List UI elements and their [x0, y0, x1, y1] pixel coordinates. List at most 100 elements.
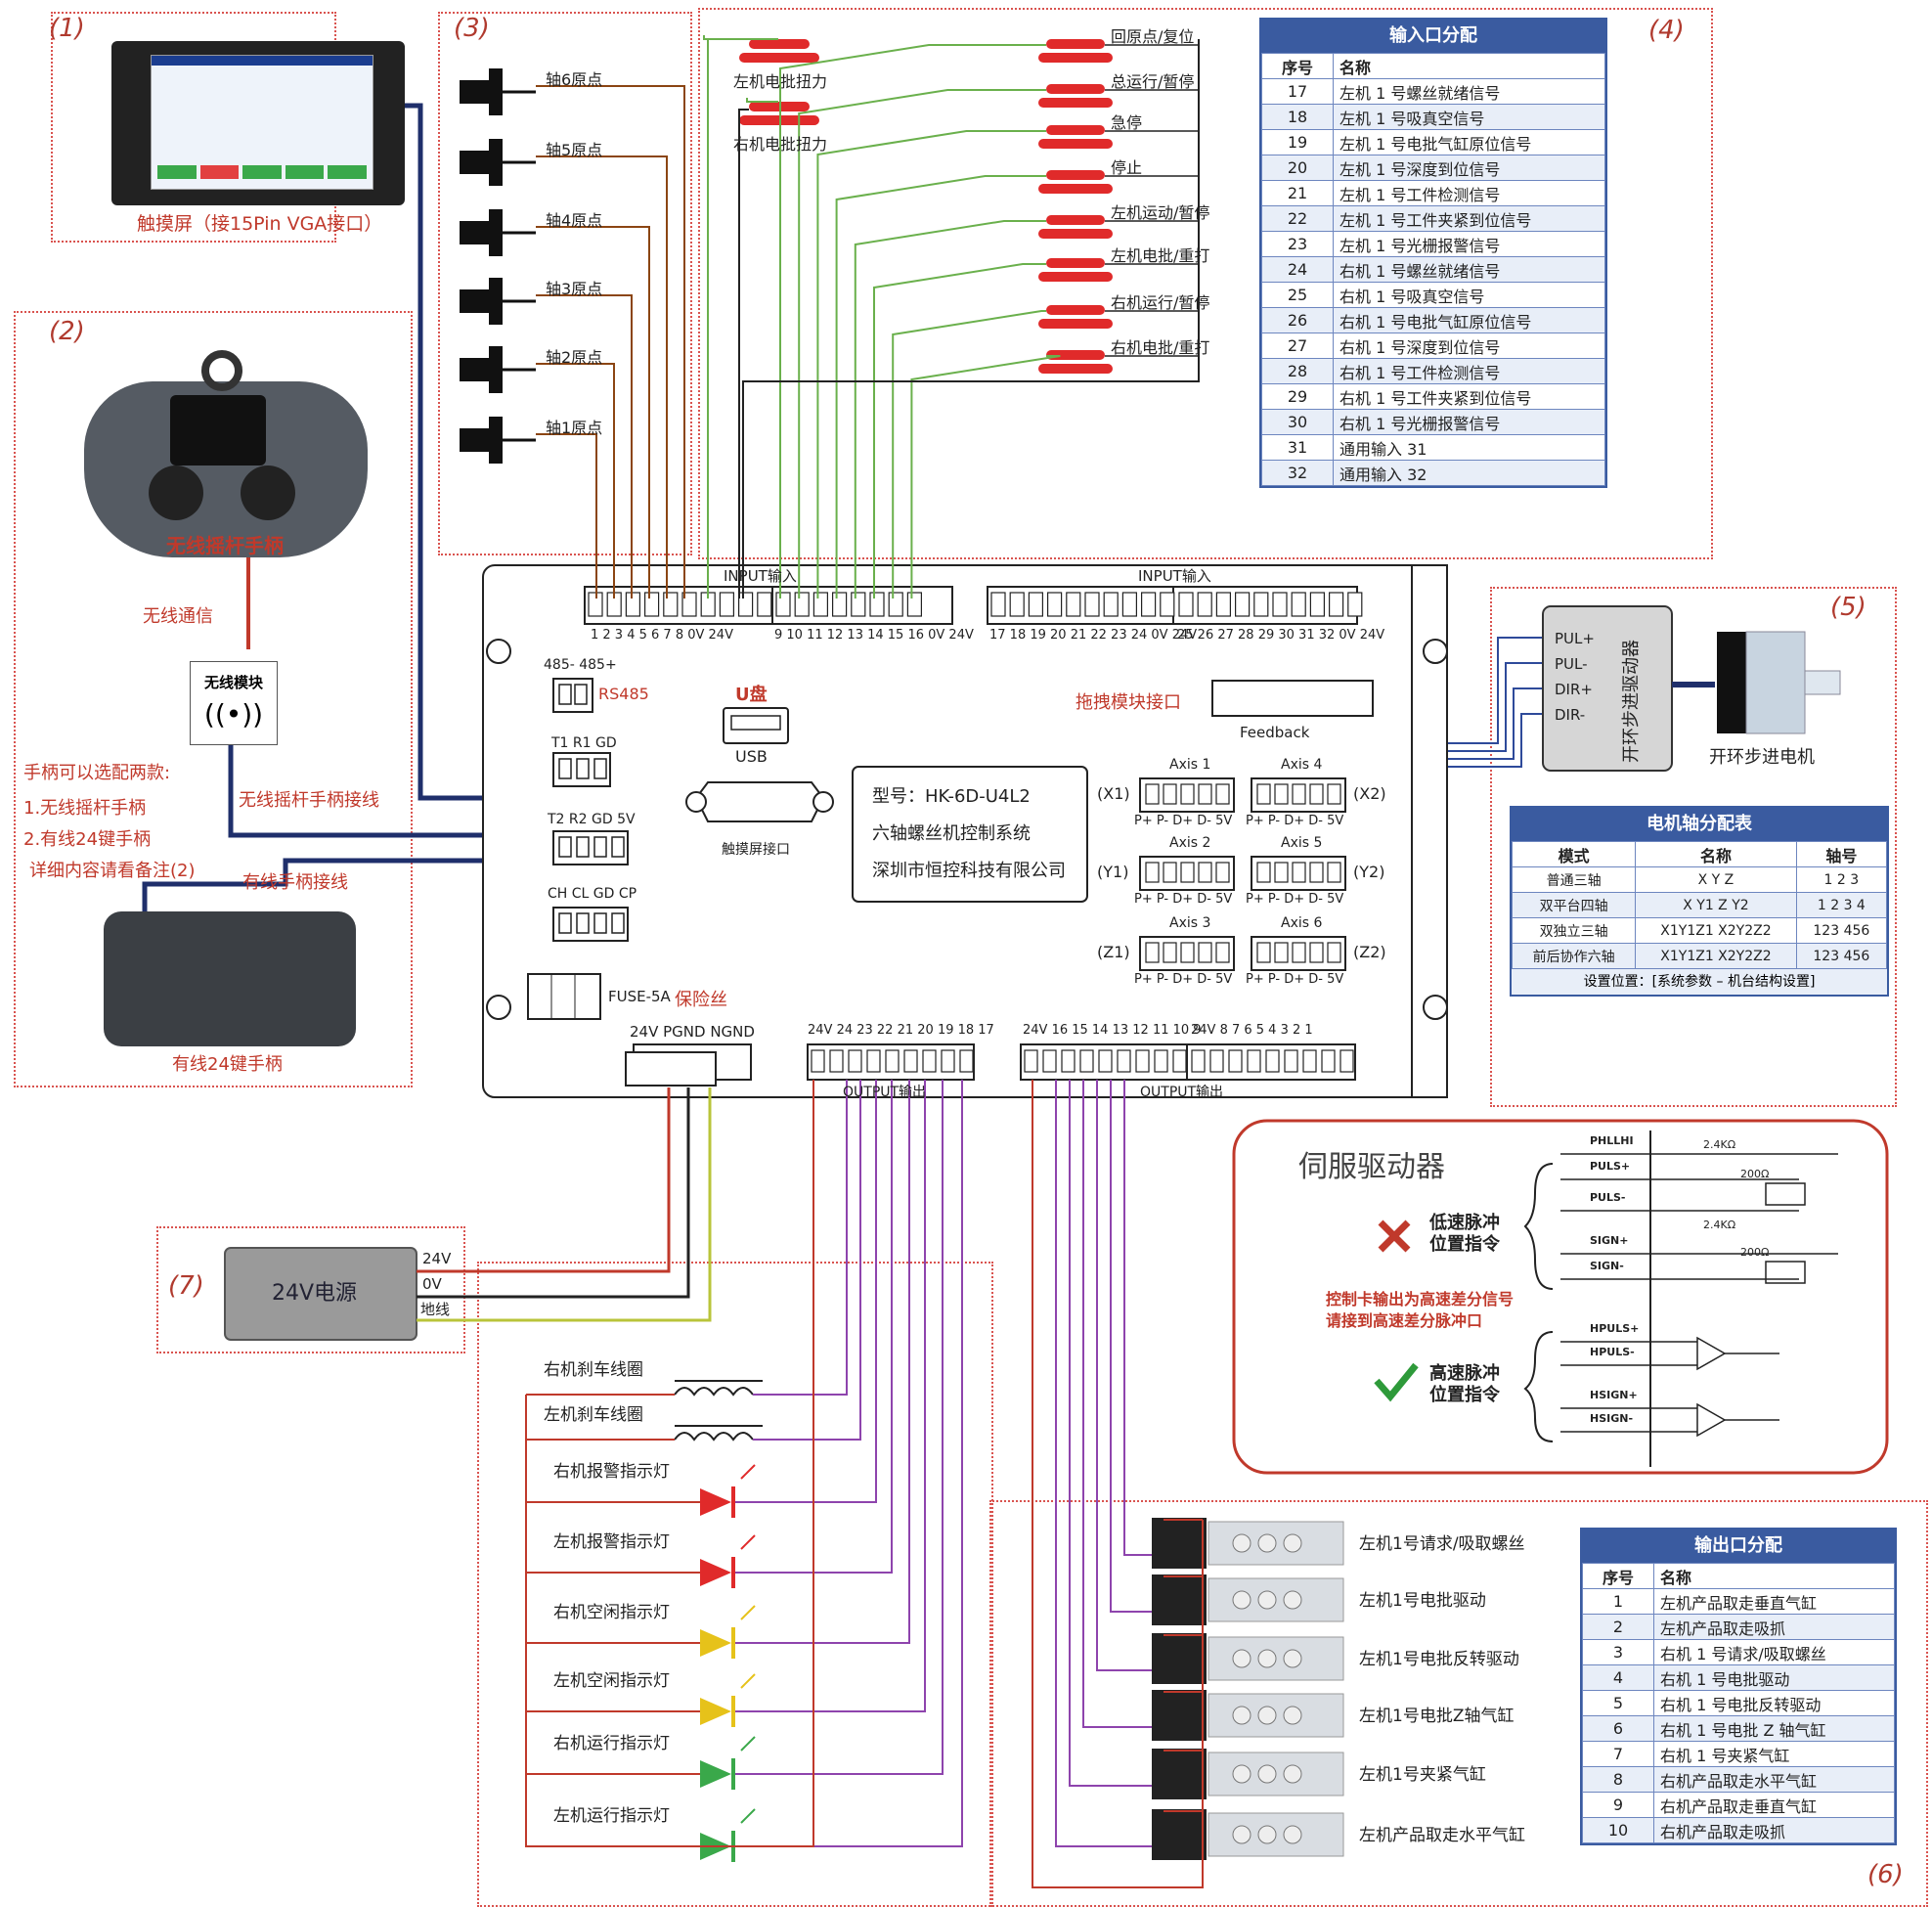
section-stepper [1490, 587, 1897, 1107]
input-index-cell: 29 [1261, 383, 1334, 410]
output-pins-3: 24V 8 7 6 5 4 3 2 1 [1191, 1023, 1313, 1038]
touchscreen-caption: 触摸屏（接15Pin VGA接口） [137, 213, 383, 235]
output-index-cell: 3 [1582, 1639, 1654, 1665]
valve-label-6: 左机产品取走水平气缸 [1359, 1826, 1525, 1845]
output-left-label-5: 右机空闲指示灯 [553, 1603, 670, 1622]
handle-note-title: 手柄可以选配两款: [23, 763, 171, 783]
valve-label-3: 左机1号电批反转驱动 [1359, 1650, 1519, 1669]
input-name-cell: 左机 1 号光栅报警信号 [1333, 231, 1605, 257]
resistor-1: 2.4KΩ [1703, 1138, 1736, 1151]
switch-label-right-8: 右机电批/重打 [1111, 338, 1210, 357]
servo-pin-label: PULS- [1590, 1191, 1626, 1204]
wired-keypad[interactable] [104, 911, 356, 1046]
touchscreen-device[interactable] [111, 41, 405, 205]
axis-table-cell: X1Y1Z1 X2Y2Z2 [1635, 943, 1797, 969]
sensor-wire [536, 85, 685, 599]
axis-tag: (Y2) [1353, 863, 1385, 881]
servo-pin-label: PULS+ [1590, 1160, 1631, 1173]
t1-label: T1 R1 GD [551, 735, 617, 751]
power-supply-label: 24V电源 [272, 1281, 358, 1306]
servo-pin-label: HSIGN+ [1590, 1389, 1638, 1401]
sensor-label-1: 轴6原点 [546, 70, 603, 89]
output-wire [735, 1080, 893, 1574]
coil-icon [674, 1387, 754, 1397]
wifi-icon: ((•)) [203, 698, 264, 731]
pul-plus: PUL+ [1555, 630, 1595, 647]
valve-label-5: 左机1号夹紧气缸 [1359, 1765, 1486, 1785]
handle-note-3: 详细内容请看备注(2) [29, 861, 196, 881]
valve-coil [1152, 1809, 1207, 1860]
axis-pins: P+ P- D+ D- 5V [1134, 814, 1233, 828]
wireless-module: 无线模块 ((•)) [190, 661, 278, 745]
switch-label-right-7: 右机运行/暂停 [1111, 293, 1210, 312]
input-name-cell: 右机 1 号深度到位信号 [1333, 333, 1605, 359]
handle-note-2: 2.有线24键手柄 [23, 829, 152, 850]
section-index: (6) [1867, 1860, 1904, 1889]
sensor-wire [536, 155, 668, 599]
output-index-cell: 8 [1582, 1766, 1654, 1793]
sensor-wire [536, 226, 650, 599]
sensor-label-2: 轴5原点 [546, 141, 603, 159]
switch-label-right-2: 总运行/暂停 [1111, 72, 1195, 91]
wireless-cable-label: 无线摇杆手柄接线 [239, 790, 379, 811]
input-label-1: INPUT输入 [724, 567, 797, 585]
output-index-cell: 10 [1582, 1817, 1654, 1843]
axis-pins: P+ P- D+ D- 5V [1246, 892, 1344, 907]
sensor-label-6: 轴1原点 [546, 419, 603, 437]
axis-name: Axis 1 [1169, 757, 1211, 773]
axis-table-cell: X Y1 Z Y2 [1635, 892, 1797, 918]
switch-icon [1046, 39, 1105, 49]
input-index-cell: 21 [1261, 180, 1334, 206]
input-name-cell: 右机 1 号工件夹紧到位信号 [1333, 383, 1605, 410]
input-index-cell: 20 [1261, 155, 1334, 181]
input-pins-3: 17 18 19 20 21 22 23 24 0V 24V [989, 628, 1198, 643]
section-handles [14, 311, 413, 1087]
output-wire [735, 1080, 910, 1644]
output-name-cell: 右机 1 号请求/吸取螺丝 [1653, 1639, 1895, 1665]
wireless-comm-label: 无线通信 [143, 606, 213, 627]
servo-pin-label: HPULS+ [1590, 1322, 1640, 1335]
switch-label-right-6: 左机电批/重打 [1111, 246, 1210, 265]
fuse-label: FUSE-5A [608, 988, 671, 1005]
wired-keypad-label: 有线24键手柄 [172, 1054, 283, 1075]
input-index-cell: 28 [1261, 358, 1334, 384]
output-name-cell: 右机产品取走水平气缸 [1653, 1766, 1895, 1793]
switch-wire [835, 175, 1046, 599]
axis-table-cell: X1Y1Z1 X2Y2Z2 [1635, 917, 1797, 944]
input-name-cell: 通用输入 32 [1333, 460, 1605, 486]
output-left-label-3: 右机报警指示灯 [553, 1462, 670, 1482]
switch-icon [1046, 170, 1105, 180]
axis-name: Axis 3 [1169, 915, 1211, 931]
output-left-label-4: 左机报警指示灯 [553, 1532, 670, 1552]
input-index-cell: 27 [1261, 333, 1334, 359]
valve-label-2: 左机1号电批驱动 [1359, 1591, 1486, 1611]
servo-note: 控制卡输出为高速差分信号 请接到高速差分脉冲口 [1326, 1290, 1515, 1330]
output-label-1: OUTPUT输出 [843, 1085, 927, 1100]
input-index-cell: 23 [1261, 231, 1334, 257]
axis-table-cell: 普通三轴 [1511, 866, 1637, 893]
input-index-cell: 19 [1261, 129, 1334, 155]
axis-table-cell: 前后协作六轴 [1511, 943, 1637, 969]
wireless-gamepad[interactable] [84, 350, 368, 557]
output-index-cell: 9 [1582, 1792, 1654, 1818]
switch-icon [1046, 305, 1105, 315]
model-label: 型号：HK-6D-U4L2 [872, 786, 1031, 807]
valve-wire [1069, 1080, 1152, 1787]
section-index: (2) [49, 317, 85, 346]
section-index: (5) [1830, 593, 1866, 622]
valve-wire [1110, 1080, 1152, 1613]
input-label-2: INPUT输入 [1138, 567, 1211, 585]
output-name-cell: 左机产品取走垂直气缸 [1653, 1588, 1895, 1615]
